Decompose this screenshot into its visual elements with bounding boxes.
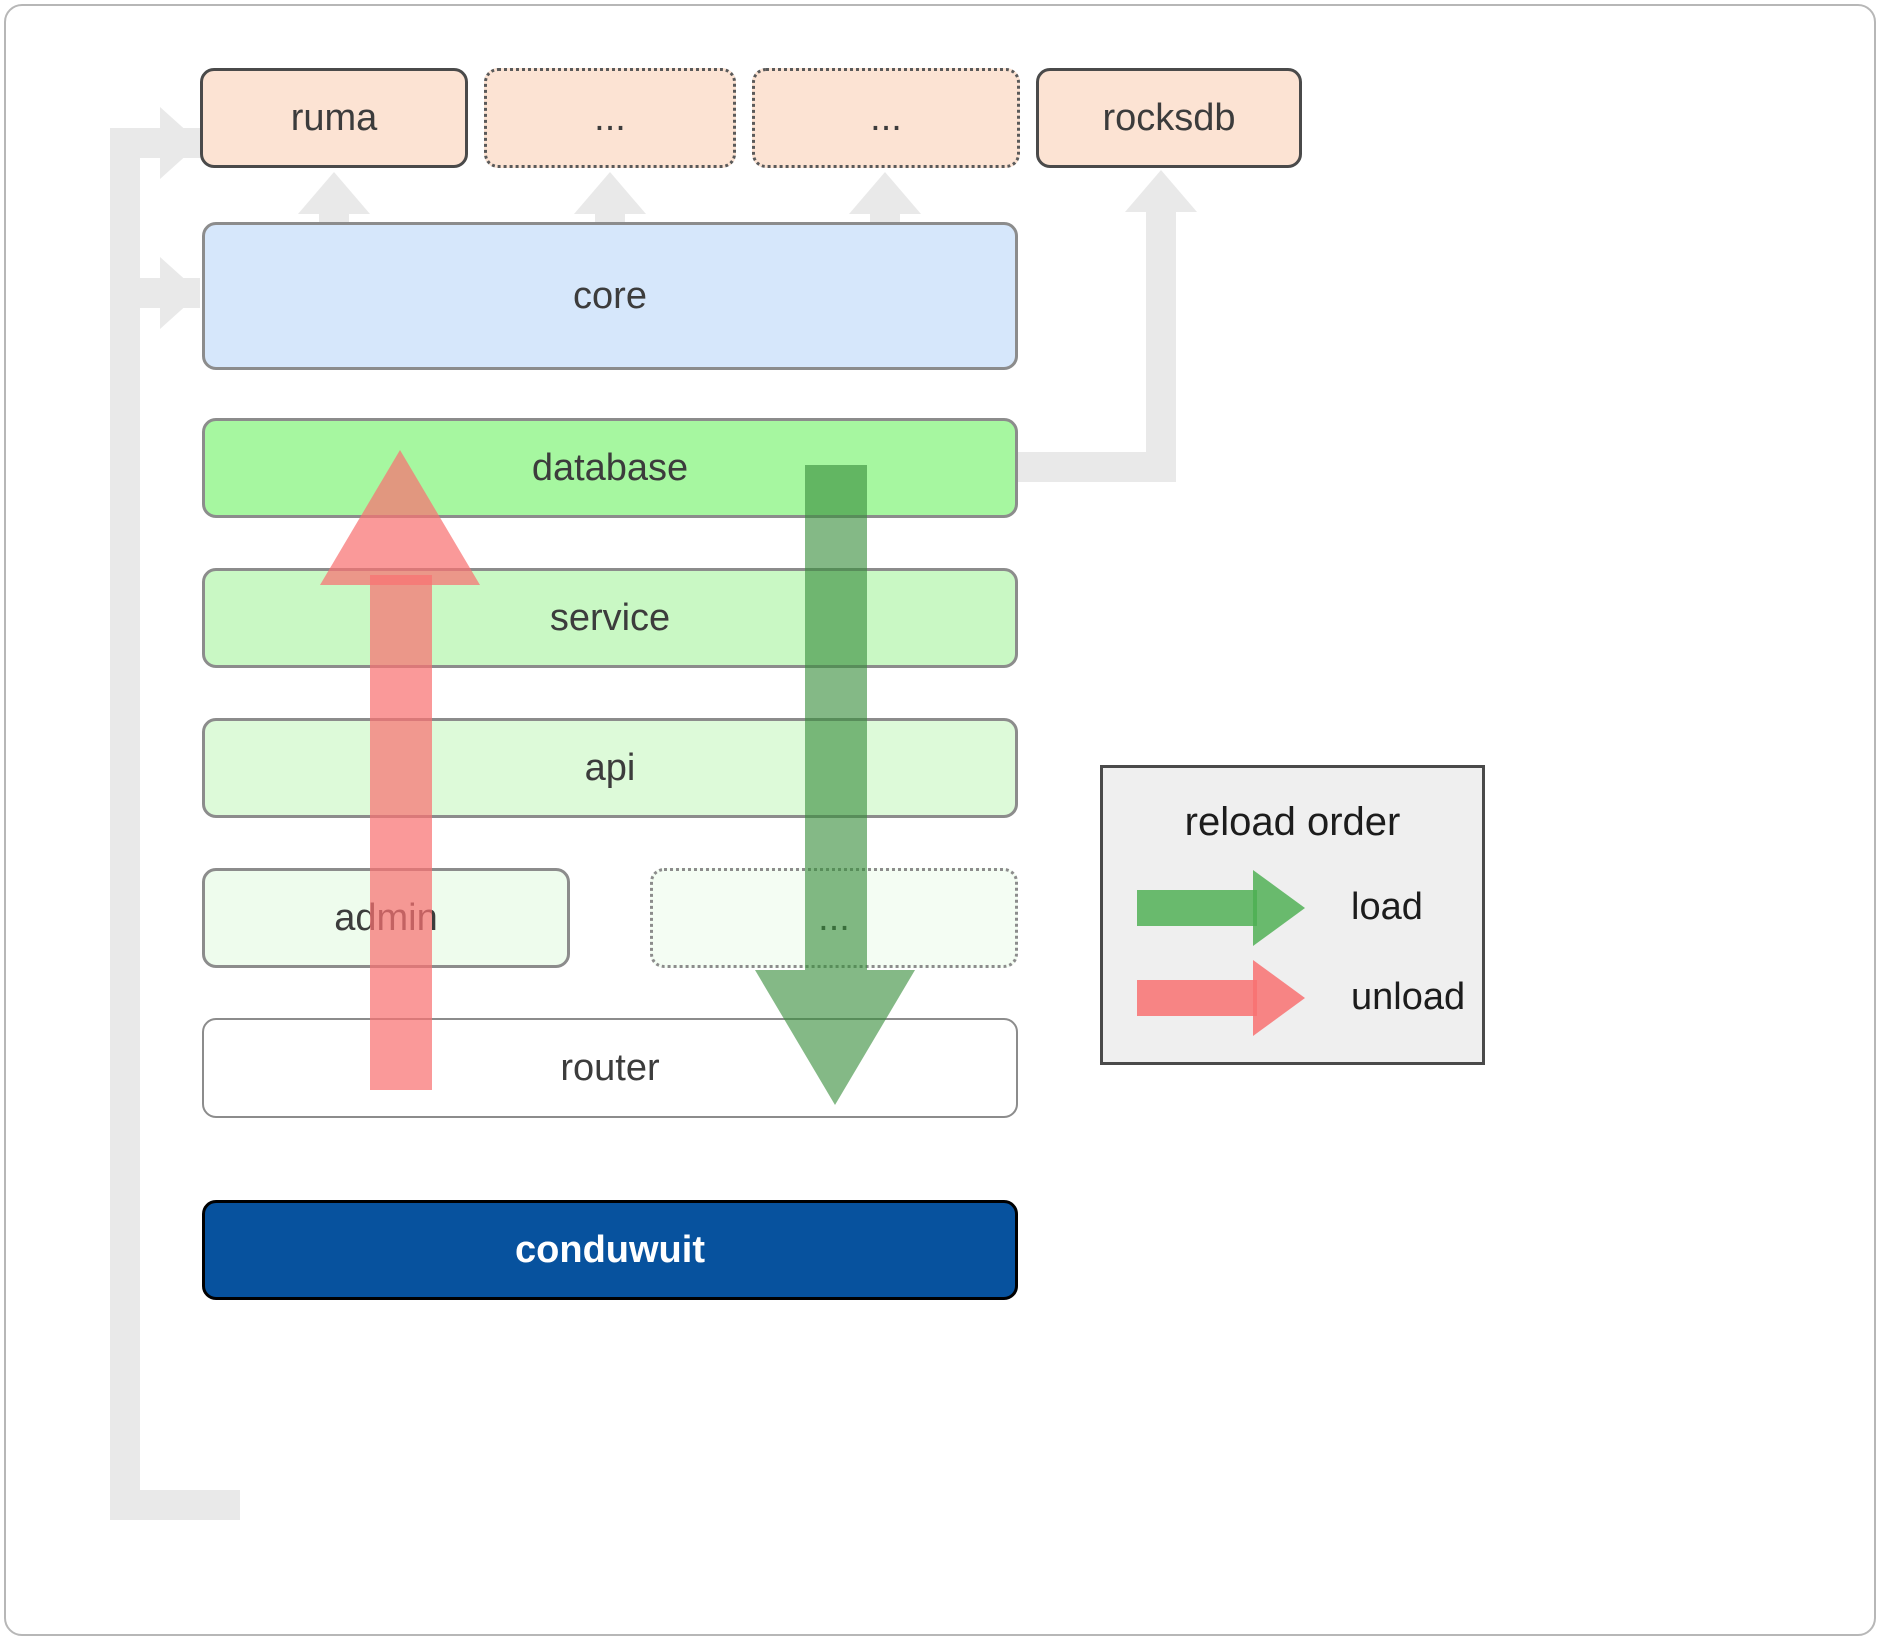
node-ruma-label: ruma xyxy=(290,96,378,139)
node-dep-2[interactable]: ... xyxy=(484,68,736,168)
legend-load-shaft xyxy=(1137,890,1257,926)
legend-unload-label: unload xyxy=(1351,976,1466,1018)
node-core[interactable]: core xyxy=(202,222,1018,370)
legend-load-head xyxy=(1253,870,1305,946)
connector-arrow-core xyxy=(160,257,200,329)
unload-flow-arrow xyxy=(320,450,480,1090)
node-service-label: service xyxy=(549,596,671,639)
legend-load-label: load xyxy=(1351,886,1423,928)
node-router-label: router xyxy=(560,1046,660,1089)
connector-core-to-dep2-arrow xyxy=(574,172,646,214)
node-dep-3-label: ... xyxy=(870,96,902,139)
node-dep-3[interactable]: ... xyxy=(752,68,1020,168)
connector-arrow-ruma xyxy=(160,107,200,179)
legend-unload-head xyxy=(1253,960,1305,1036)
load-arrow-head xyxy=(755,970,915,1105)
node-conduwuit-label: conduwuit xyxy=(515,1228,705,1271)
node-ruma[interactable]: ruma xyxy=(200,68,468,168)
legend-unload-shaft xyxy=(1137,980,1257,1016)
connector-core-to-dep3-arrow xyxy=(849,172,921,214)
unload-arrow-head xyxy=(320,450,480,585)
legend-title: reload order xyxy=(1184,800,1401,844)
node-api[interactable]: api xyxy=(202,718,1018,818)
legend-row-load: load xyxy=(1103,868,1482,948)
node-rocksdb[interactable]: rocksdb xyxy=(1036,68,1302,168)
node-rocksdb-label: rocksdb xyxy=(1102,96,1236,139)
connector-database-to-rocksdb-v xyxy=(1146,200,1176,482)
load-flow-arrow xyxy=(755,465,915,1105)
load-arrow-shaft xyxy=(805,465,867,970)
legend-row-unload: unload xyxy=(1103,958,1482,1038)
node-core-label: core xyxy=(573,274,647,317)
node-conduwuit[interactable]: conduwuit xyxy=(202,1200,1018,1300)
connector-database-to-rocksdb-arrow xyxy=(1125,170,1197,212)
unload-arrow-shaft xyxy=(370,575,432,1090)
node-database-label: database xyxy=(531,446,689,489)
connector-brand-to-spine xyxy=(110,1490,240,1520)
legend-panel: reload order load unload xyxy=(1100,765,1485,1065)
node-dep-2-label: ... xyxy=(594,96,626,139)
node-api-label: api xyxy=(584,746,636,789)
connector-left-spine xyxy=(110,128,140,1520)
connector-core-to-ruma-arrow xyxy=(298,172,370,214)
